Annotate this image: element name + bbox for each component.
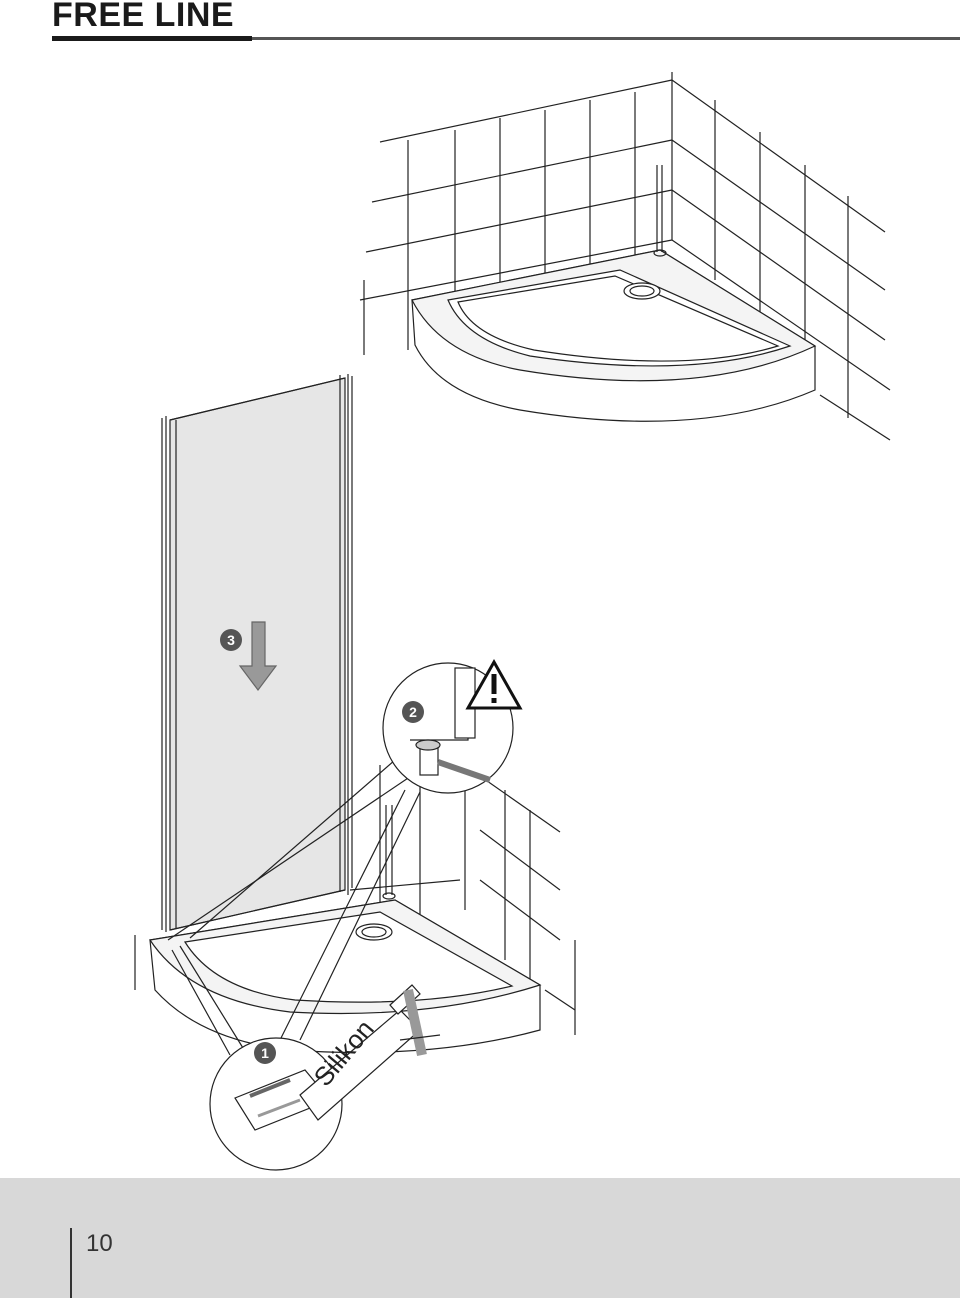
top-wall-tiles — [359, 72, 891, 441]
down-arrow-icon — [238, 621, 278, 691]
page-footer: 10 — [0, 1178, 960, 1298]
step-badge-3: 3 — [220, 629, 242, 651]
step-number-1: 1 — [261, 1045, 269, 1061]
warning-triangle-icon — [465, 658, 523, 710]
step-number-3: 3 — [227, 632, 235, 648]
footer-divider — [70, 1228, 72, 1298]
silicone-gun-icon — [299, 984, 441, 1121]
step-badge-1: 1 — [254, 1042, 276, 1064]
assembly-illustration: 3 2 1 Silikon — [134, 72, 891, 1171]
callout-leaders — [167, 759, 421, 1056]
page-title: FREE LINE — [52, 0, 235, 34]
detail-circle-1 — [209, 1037, 343, 1171]
top-shower-tray — [411, 165, 817, 422]
step-badge-2: 2 — [402, 701, 424, 723]
header-rule-accent — [52, 36, 252, 41]
step-number-2: 2 — [409, 704, 417, 720]
header-rule — [52, 37, 960, 40]
page-number: 10 — [86, 1230, 113, 1257]
bottom-shower-tray — [148, 805, 542, 1054]
